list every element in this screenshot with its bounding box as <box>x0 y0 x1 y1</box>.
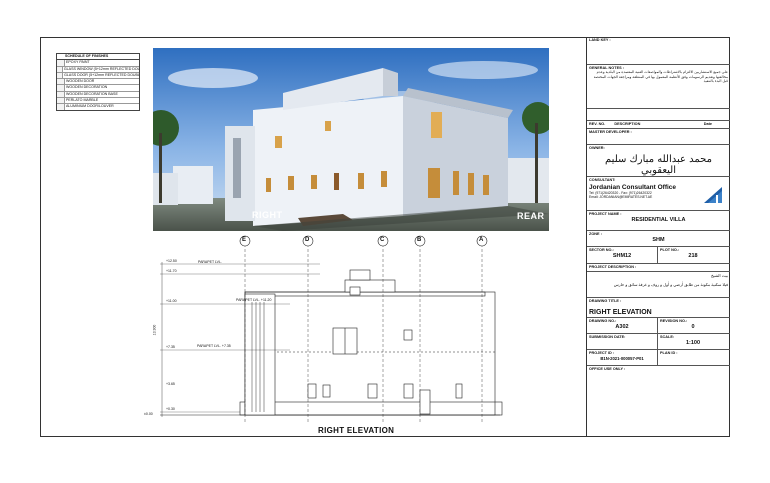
grid-label: A <box>479 237 484 243</box>
level-label: +11.70 <box>166 269 177 273</box>
parapet-label: PARAPET LVL. +7.35 <box>197 344 231 348</box>
drawing-no-cell: DRAWING NO.: A302 REVISION NO.: 0 <box>587 318 730 334</box>
finish-schedule-title: SCHEDULE OF FINISHES <box>57 54 139 61</box>
master-developer-cell: MASTER DEVELOPER : <box>587 129 730 145</box>
finish-item: WOODEN DOOR <box>57 79 139 86</box>
revision-table-header <box>587 109 730 121</box>
finish-item: WOODEN DECORATION BASE <box>57 91 139 99</box>
parapet-label: PARAPET LVL. +11.20 <box>236 298 272 302</box>
owner-cell: OWNER: محمد عبدالله مبارك سليم اليعقوبي <box>587 145 730 177</box>
grid-label: B <box>417 237 422 243</box>
revision-table-header: REV. NO. DESCRIPTION Date <box>587 121 730 129</box>
title-block: LAND KEY : GENERAL NOTES : على جميع الاس… <box>586 37 730 437</box>
level-label: +3.65 <box>166 382 175 386</box>
level-label: +7.35 <box>166 345 175 349</box>
consultant-name: Jordanian Consultant Office <box>589 184 677 191</box>
office-use-cell: OFFICE USE ONLY : <box>589 367 626 371</box>
consultant-cell: CONSULTANT: Jordanian Consultant Office … <box>587 177 730 211</box>
render-label-right: RIGHT <box>252 210 283 220</box>
project-description-label-cell: PROJECT DESCRIPTION : <box>587 264 730 272</box>
owner-name: محمد عبدالله مبارك سليم اليعقوبي <box>605 154 712 176</box>
submission-date-cell: SUBMISSION DATE: SCALE: 1:100 <box>587 334 730 350</box>
grid-label: C <box>380 237 385 243</box>
finish-item: ALUMINIUM DOOR/LOUVER <box>57 104 139 110</box>
elevation-title: RIGHT ELEVATION <box>318 426 395 435</box>
grid-label: D <box>305 237 310 243</box>
finish-item: GLASS WINDOW (5+12mm REFLECTED DOUBLE GL… <box>57 66 139 73</box>
finish-item: EPOXY PAINT <box>57 60 139 67</box>
grid-label: E <box>242 237 247 243</box>
drawing-title-cell: RIGHT ELEVATION <box>587 308 730 318</box>
parapet-label: PARAPET LVL. <box>198 260 222 264</box>
finish-item: WOODEN DECORATION <box>57 85 139 92</box>
level-label: +11.00 <box>166 299 177 303</box>
drawing-title-label-cell: DRAWING TITLE : <box>589 299 622 303</box>
project-name-cell: PROJECT NAME : RESIDENTIAL VILLA <box>587 211 730 231</box>
project-id-cell: PROJECT ID : B1N-2021-000057-P01 PLAN ID… <box>587 350 730 366</box>
level-label: +0.30 <box>166 407 175 411</box>
general-notes-text: على جميع الاستشاريين الالتزام بالاشتراطا… <box>593 70 728 84</box>
project-description-cell: بيت الشيخ فيلا سكنية مكونة من طابق أرضي … <box>587 272 730 298</box>
consultant-logo-icon <box>704 187 722 203</box>
zone-cell: ZONE : SHM <box>587 231 730 247</box>
render-label-rear: REAR <box>517 211 545 221</box>
drawing-title: RIGHT ELEVATION <box>589 309 652 316</box>
finish-item: PERLATO MARBLE <box>57 98 139 105</box>
height-dimension: 13.300 <box>152 324 157 336</box>
villa-render-image: RIGHT REAR <box>153 48 549 231</box>
finish-item: GLASS DOOR (5+12mm REFLECTED DOUBLE GLAS… <box>57 72 139 80</box>
land-key-cell: LAND KEY : <box>587 37 730 65</box>
level-label: +12.50 <box>166 259 177 263</box>
level-label: ±0.00 <box>144 412 153 416</box>
finish-schedule: SCHEDULE OF FINISHES EPOXY PAINT GLASS W… <box>56 53 140 111</box>
sector-plot-cell: SECTOR NO.: SHM12 PLOT NO.: 218 <box>587 247 730 264</box>
general-notes-cell: GENERAL NOTES : على جميع الاستشاريين الا… <box>587 65 730 109</box>
right-elevation-drawing: E D C B A +12.50 +11.70 +11.00 +7.35 +3.… <box>140 232 580 432</box>
